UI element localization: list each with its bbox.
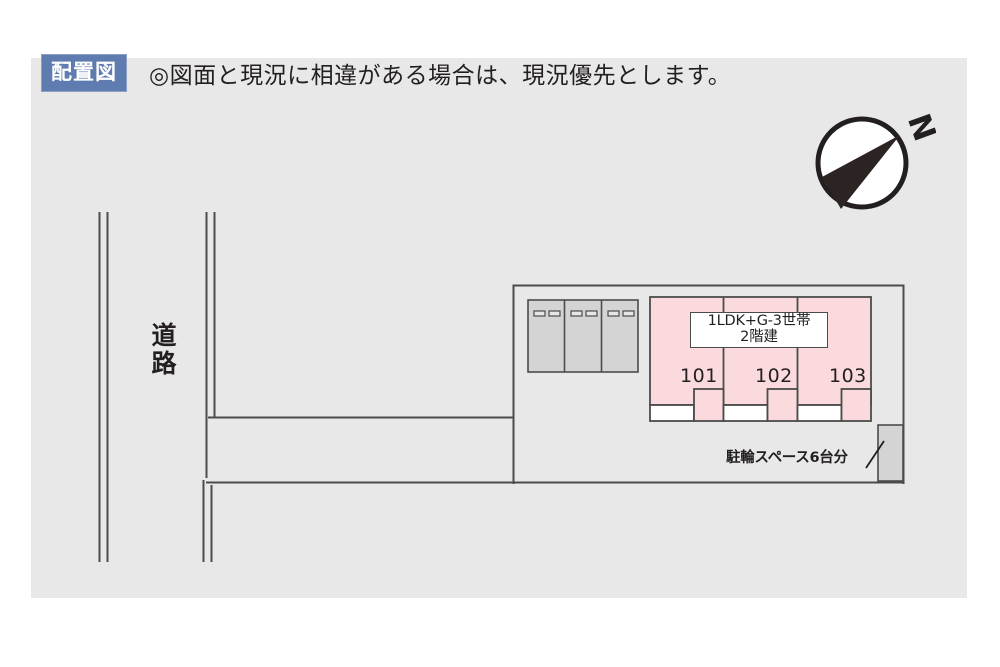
- site-boundary: [512, 284, 905, 484]
- header-disclaimer-note: ◎図面と現況に相違がある場合は、現況優先とします。: [149, 63, 732, 89]
- compass-north-label: N: [900, 109, 936, 146]
- unit-number-102: 102: [755, 365, 793, 387]
- page-title-badge: 配置図: [41, 54, 127, 92]
- header: 配置図 ◎図面と現況に相違がある場合は、現況優先とします。: [41, 52, 731, 94]
- bicycle-parking-label: 駐輪スペース6台分: [726, 450, 848, 466]
- unit-number-101: 101: [680, 365, 718, 387]
- wheel-stop-marks: [533, 310, 635, 317]
- road-label: 道路: [148, 322, 177, 378]
- building-type-label: 1LDK+G-3世帯 2階建: [690, 312, 828, 348]
- bicycle-parking: [865, 424, 904, 482]
- building-type-line1: 1LDK+G-3世帯: [707, 313, 811, 330]
- parking-area: [527, 299, 639, 373]
- compass-rose: N: [808, 97, 943, 219]
- road-lines: [98, 212, 216, 562]
- unit-number-103: 103: [829, 365, 867, 387]
- building-type-line2: 2階建: [740, 329, 778, 345]
- compass-needle: [822, 135, 900, 209]
